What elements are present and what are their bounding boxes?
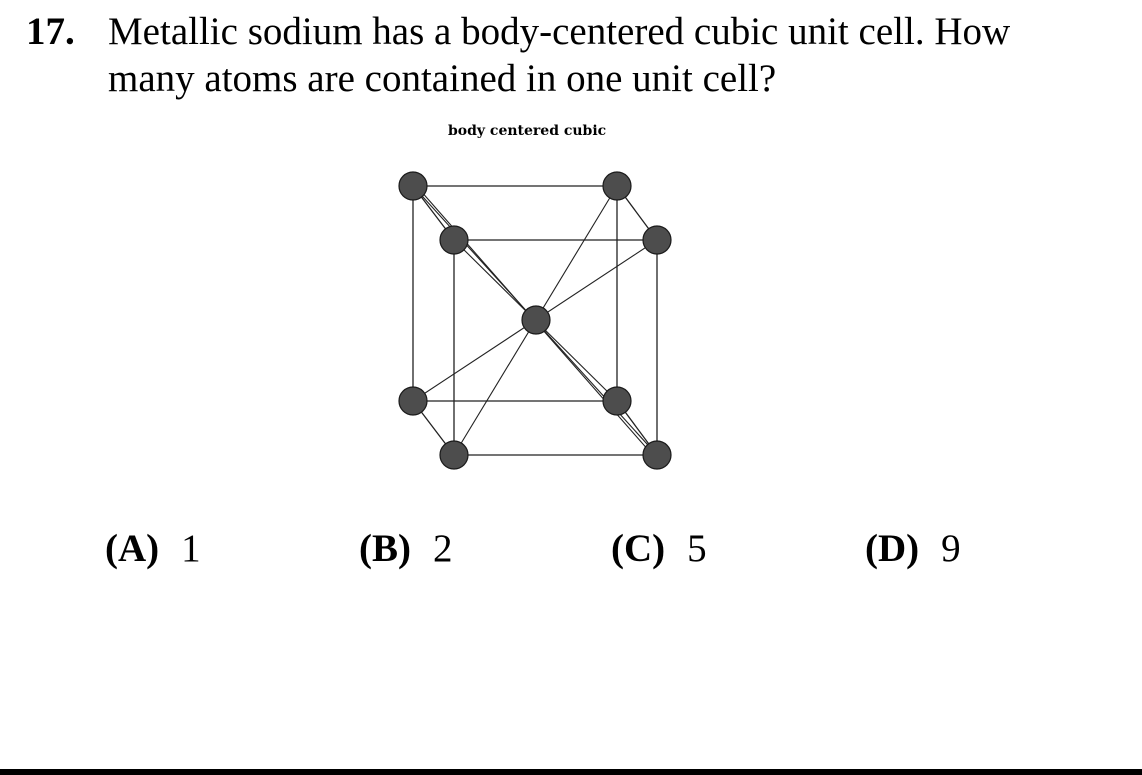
corner-atom <box>439 440 469 470</box>
corner-atom <box>439 225 469 255</box>
choice-d[interactable]: (D) 9 <box>865 525 961 572</box>
choice-b-value: 2 <box>433 527 453 570</box>
question-line-1: Metallic sodium has a body-centered cubi… <box>108 10 1011 53</box>
choice-c-label: (C) <box>611 527 666 570</box>
choice-c[interactable]: (C) 5 <box>611 525 707 572</box>
question-number: 17. <box>26 10 75 53</box>
choice-d-value: 9 <box>941 527 961 570</box>
corner-atom <box>642 440 672 470</box>
corner-atom <box>642 225 672 255</box>
choice-a[interactable]: (A) 1 <box>105 525 201 572</box>
atoms <box>398 171 672 470</box>
choice-b-label: (B) <box>359 527 411 570</box>
question-text: Metallic sodium has a body-centered cubi… <box>108 8 1108 102</box>
choice-d-label: (D) <box>865 527 920 570</box>
choice-a-value: 1 <box>181 527 201 570</box>
choice-b[interactable]: (B) 2 <box>359 525 453 572</box>
figure-caption: body centered cubic <box>448 123 607 139</box>
bottom-rule <box>0 769 1142 775</box>
corner-atom <box>602 386 632 416</box>
choice-a-label: (A) <box>105 527 160 570</box>
corner-atom <box>602 171 632 201</box>
corner-atom <box>398 171 428 201</box>
body-center-atom <box>521 305 551 335</box>
question-line-2: many atoms are contained in one unit cel… <box>108 57 777 100</box>
choice-c-value: 5 <box>687 527 707 570</box>
corner-atom <box>398 386 428 416</box>
